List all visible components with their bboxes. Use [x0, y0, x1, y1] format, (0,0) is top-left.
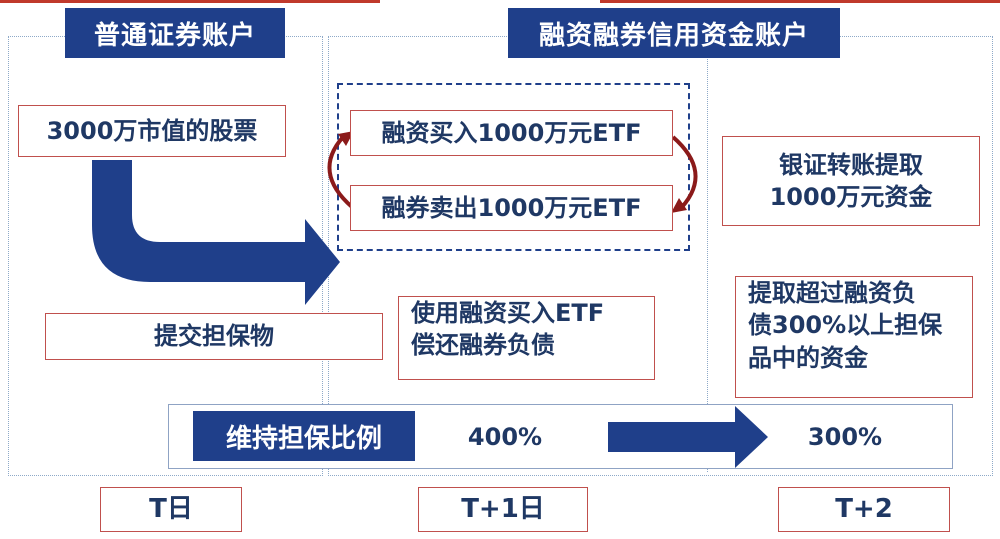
etf-trade-group	[337, 83, 690, 251]
repay-line2: 偿还融券负债	[411, 331, 555, 360]
top-rule-right	[600, 0, 1000, 3]
bank-transfer-line1: 银证转账提取	[779, 150, 923, 179]
withdraw-line3: 品中的资金	[748, 343, 868, 372]
top-rule-left	[0, 0, 380, 3]
day-t1-box: T+1日	[418, 487, 588, 532]
margin-buy-box: 融资买入1000万元ETF	[350, 110, 673, 156]
credit-account-header: 融资融券信用资金账户	[508, 8, 840, 58]
submit-collateral-box: 提交担保物	[45, 313, 383, 360]
withdraw-line1: 提取超过融资负	[748, 279, 916, 307]
ordinary-account-header: 普通证券账户	[65, 8, 285, 58]
bank-transfer-box: 银证转账提取 1000万元资金	[722, 136, 980, 226]
day-t-box: T日	[100, 487, 242, 532]
right-cycle-arrow	[671, 135, 698, 209]
stock-value-box: 3000万市值的股票	[18, 105, 286, 157]
bank-transfer-line2: 1000万元资金	[769, 183, 933, 211]
maintenance-ratio-label: 维持担保比例	[193, 411, 415, 461]
ratio-value-before: 400%	[467, 423, 543, 451]
right-cycle-arrowhead	[671, 198, 687, 213]
ratio-value-after: 300%	[807, 423, 883, 451]
day-t2-box: T+2	[778, 487, 950, 532]
repay-line1: 使用融资买入ETF	[411, 299, 605, 327]
transfer-collateral-arrow	[92, 160, 340, 305]
withdraw-line2: 债300%以上担保	[748, 311, 943, 340]
credit-panel-divider	[707, 40, 708, 472]
withdraw-excess-box: 提取超过融资负 债300%以上担保 品中的资金	[735, 276, 973, 398]
short-sell-box: 融券卖出1000万元ETF	[350, 185, 673, 231]
repay-box: 使用融资买入ETF 偿还融券负债	[398, 296, 655, 380]
ratio-change-arrow	[608, 406, 768, 468]
left-cycle-arrow	[327, 135, 354, 209]
